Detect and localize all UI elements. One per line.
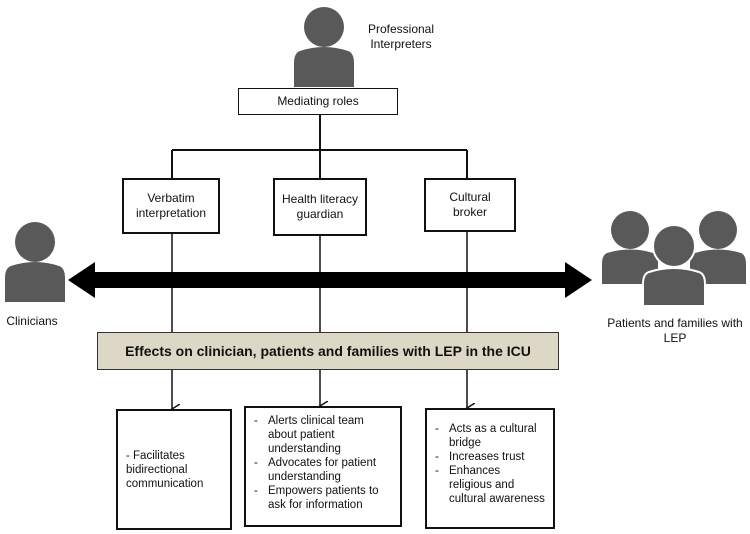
effect-item: Enhances religious and cultural awarenes… bbox=[435, 464, 545, 506]
role-label: Verbatim interpretation bbox=[135, 191, 207, 220]
effect-box-health-literacy: Alerts clinical team about patient under… bbox=[244, 406, 402, 527]
effect-item: Increases trust bbox=[435, 450, 545, 464]
role-label: Health literacy guardian bbox=[281, 192, 359, 221]
patients-group-icon bbox=[602, 211, 746, 306]
effect-item: Acts as a cultural bridge bbox=[435, 422, 545, 450]
role-box-health-literacy: Health literacy guardian bbox=[273, 178, 367, 236]
mediating-roles-box: Mediating roles bbox=[238, 88, 398, 115]
role-box-verbatim: Verbatim interpretation bbox=[122, 178, 220, 234]
interpreters-label: Professional Interpreters bbox=[367, 22, 435, 51]
role-box-cultural-broker: Cultural broker bbox=[424, 178, 516, 232]
role-label: Cultural broker bbox=[449, 190, 491, 219]
effect-box-cultural-broker: Acts as a cultural bridge Increases trus… bbox=[425, 408, 555, 529]
effect-item: Empowers patients to ask for information bbox=[254, 484, 392, 512]
patients-label: Patients and families with LEP bbox=[607, 316, 743, 345]
mediating-roles-label: Mediating roles bbox=[277, 94, 359, 108]
effect-box-verbatim: - Facilitates bidirectional communicatio… bbox=[116, 409, 232, 530]
clinician-person-icon bbox=[5, 222, 65, 302]
effect-item: - Facilitates bidirectional communicatio… bbox=[126, 449, 204, 490]
effects-bar: Effects on clinician, patients and famil… bbox=[97, 332, 559, 370]
effect-item: Advocates for patient understanding bbox=[254, 456, 392, 484]
effect-item: Alerts clinical team about patient under… bbox=[254, 414, 392, 456]
effects-title: Effects on clinician, patients and famil… bbox=[125, 343, 531, 359]
clinicians-label: Clinicians bbox=[6, 314, 58, 328]
double-arrow bbox=[68, 262, 592, 298]
interpreter-person-icon bbox=[294, 7, 354, 87]
